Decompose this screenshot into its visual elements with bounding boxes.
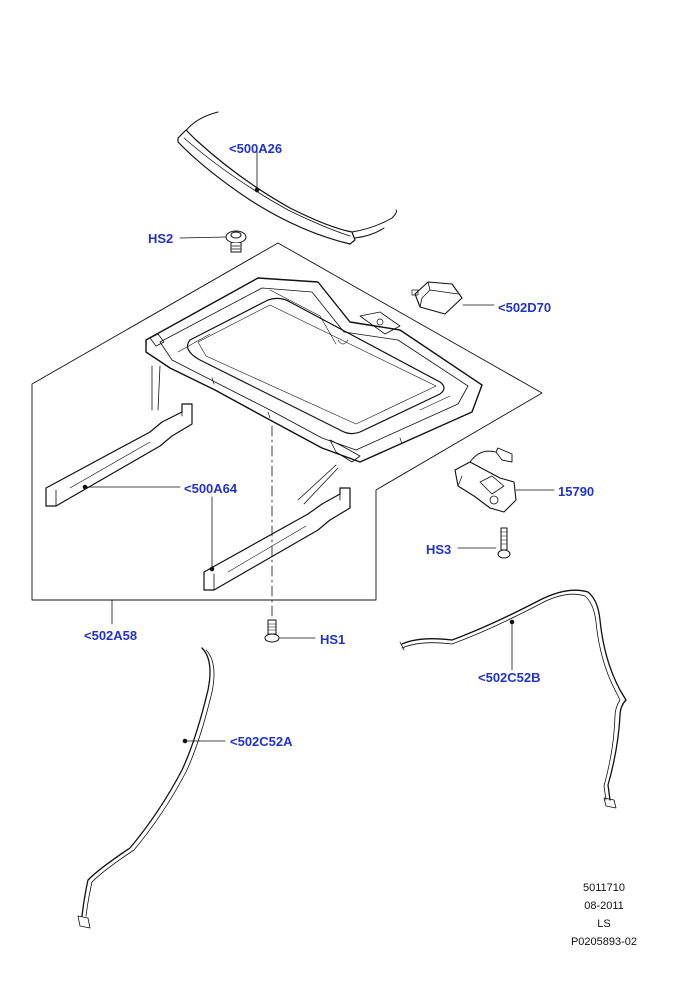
- rail-pointer-right: [297, 464, 339, 505]
- callout-hs3[interactable]: HS3: [426, 542, 452, 557]
- control-module: [411, 281, 463, 315]
- drain-tube-right: [399, 589, 627, 809]
- clip-hs2: [225, 230, 247, 253]
- drain-tube-left: [77, 647, 215, 929]
- callout-hs1[interactable]: HS1: [320, 632, 346, 647]
- callout-500a26[interactable]: <500A26: [229, 141, 283, 156]
- leader-hs2: [179, 236, 227, 239]
- callout-hs2[interactable]: HS2: [148, 231, 174, 246]
- footer-series: LS: [597, 918, 611, 930]
- footer-code: 5011710: [582, 882, 625, 894]
- assembly-boundary: [31, 242, 543, 601]
- leader-dot: [254, 187, 260, 193]
- front-seal-part: [177, 111, 397, 245]
- callout-15790[interactable]: 15790: [558, 484, 595, 499]
- callout-502d70[interactable]: <502D70: [498, 300, 552, 315]
- rail-pointer-left: [151, 365, 161, 411]
- callout-502a58[interactable]: <502A58: [84, 628, 138, 643]
- side-rail-left: [45, 403, 193, 507]
- callout-502c52b[interactable]: <502C52B: [478, 670, 541, 685]
- side-rail-right: [203, 487, 351, 591]
- callout-502c52a[interactable]: <502C52A: [230, 734, 293, 749]
- callout-500a64[interactable]: <500A64: [184, 481, 238, 496]
- sunroof-frame: [145, 277, 483, 463]
- footer-plate: P0205893-02: [570, 936, 638, 948]
- bolt-hs3: [497, 527, 511, 559]
- sunroof-motor: [454, 447, 517, 513]
- footer-date: 08-2011: [584, 900, 624, 912]
- bolt-hs1: [264, 619, 280, 643]
